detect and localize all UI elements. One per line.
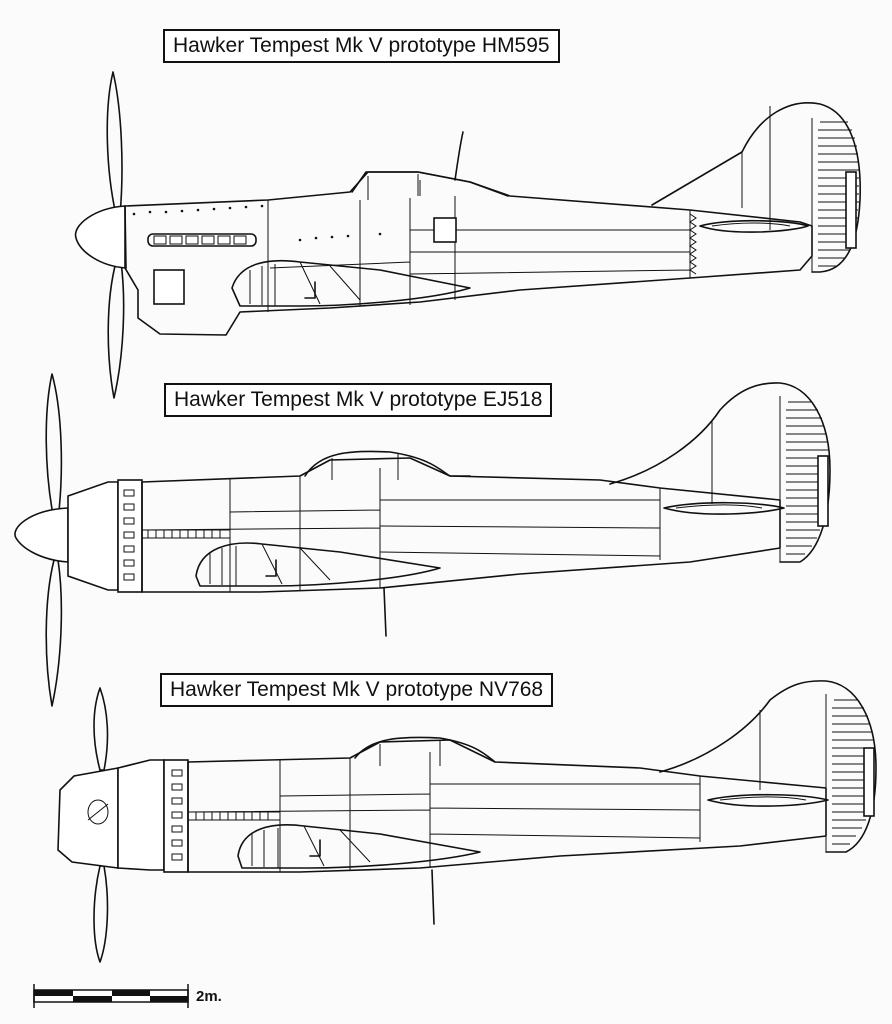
propeller-blade-lower — [107, 261, 125, 399]
spinner — [74, 205, 127, 269]
caption-ej518: Hawker Tempest Mk V prototype EJ518 — [164, 383, 553, 417]
panel-lines — [141, 468, 661, 592]
undercarriage-leg — [309, 839, 321, 857]
cowling-ring — [163, 759, 189, 873]
fuselage — [187, 739, 827, 873]
panel-lines — [187, 752, 701, 872]
wing-root — [231, 259, 471, 307]
aircraft-ej518 — [14, 373, 831, 707]
tailplane — [707, 793, 829, 807]
aircraft-nv768 — [57, 680, 877, 963]
gun-barrel-strip — [142, 529, 230, 539]
engine-cowling — [117, 759, 165, 871]
gun-barrel-strip — [188, 811, 280, 821]
fin-panel — [741, 106, 771, 230]
tailwheel-aerial — [383, 587, 387, 637]
canopy — [354, 736, 496, 763]
canopy — [351, 171, 509, 197]
rudder-hatching — [832, 699, 875, 845]
tail-fin — [651, 102, 861, 273]
propeller-blade-upper — [106, 71, 123, 216]
cowling-louvres — [171, 769, 183, 861]
rudder-hatching — [818, 121, 859, 267]
frame-zigzag — [689, 213, 697, 275]
cowling-louvres — [123, 489, 135, 581]
spinner-logo — [87, 799, 109, 825]
spinner — [14, 507, 69, 563]
propeller-blade-lower — [93, 865, 109, 963]
propeller-blade-upper — [93, 687, 109, 771]
canopy-frame — [367, 174, 421, 200]
rudder-hatching — [786, 401, 829, 555]
fuselage — [141, 457, 781, 593]
propeller-blade-lower — [45, 559, 63, 707]
undercarriage-leg — [265, 559, 277, 577]
aerial-mast — [454, 131, 464, 181]
wing-root — [237, 824, 481, 869]
wing-root — [195, 542, 441, 587]
aircraft-hm595 — [74, 71, 861, 399]
panel-lines — [267, 196, 691, 312]
spinner — [57, 767, 119, 869]
undercarriage-leg — [304, 281, 316, 299]
fuselage — [124, 171, 813, 336]
propeller-blade-upper — [45, 373, 63, 521]
access-panel — [153, 269, 185, 305]
exhaust-stubs — [147, 233, 257, 247]
engine-cowling — [67, 481, 119, 591]
scale-bar — [33, 984, 189, 1008]
tailplane — [699, 219, 809, 233]
caption-hm595: Hawker Tempest Mk V prototype HM595 — [163, 29, 560, 63]
cowling-ring — [117, 479, 143, 593]
scale-label: 2m. — [196, 988, 222, 1005]
tailplane — [663, 501, 785, 515]
tailwheel-aerial — [431, 869, 435, 925]
canopy — [304, 450, 471, 477]
tail-fin — [659, 680, 877, 853]
rivets — [132, 204, 382, 242]
caption-nv768: Hawker Tempest Mk V prototype NV768 — [160, 673, 554, 707]
